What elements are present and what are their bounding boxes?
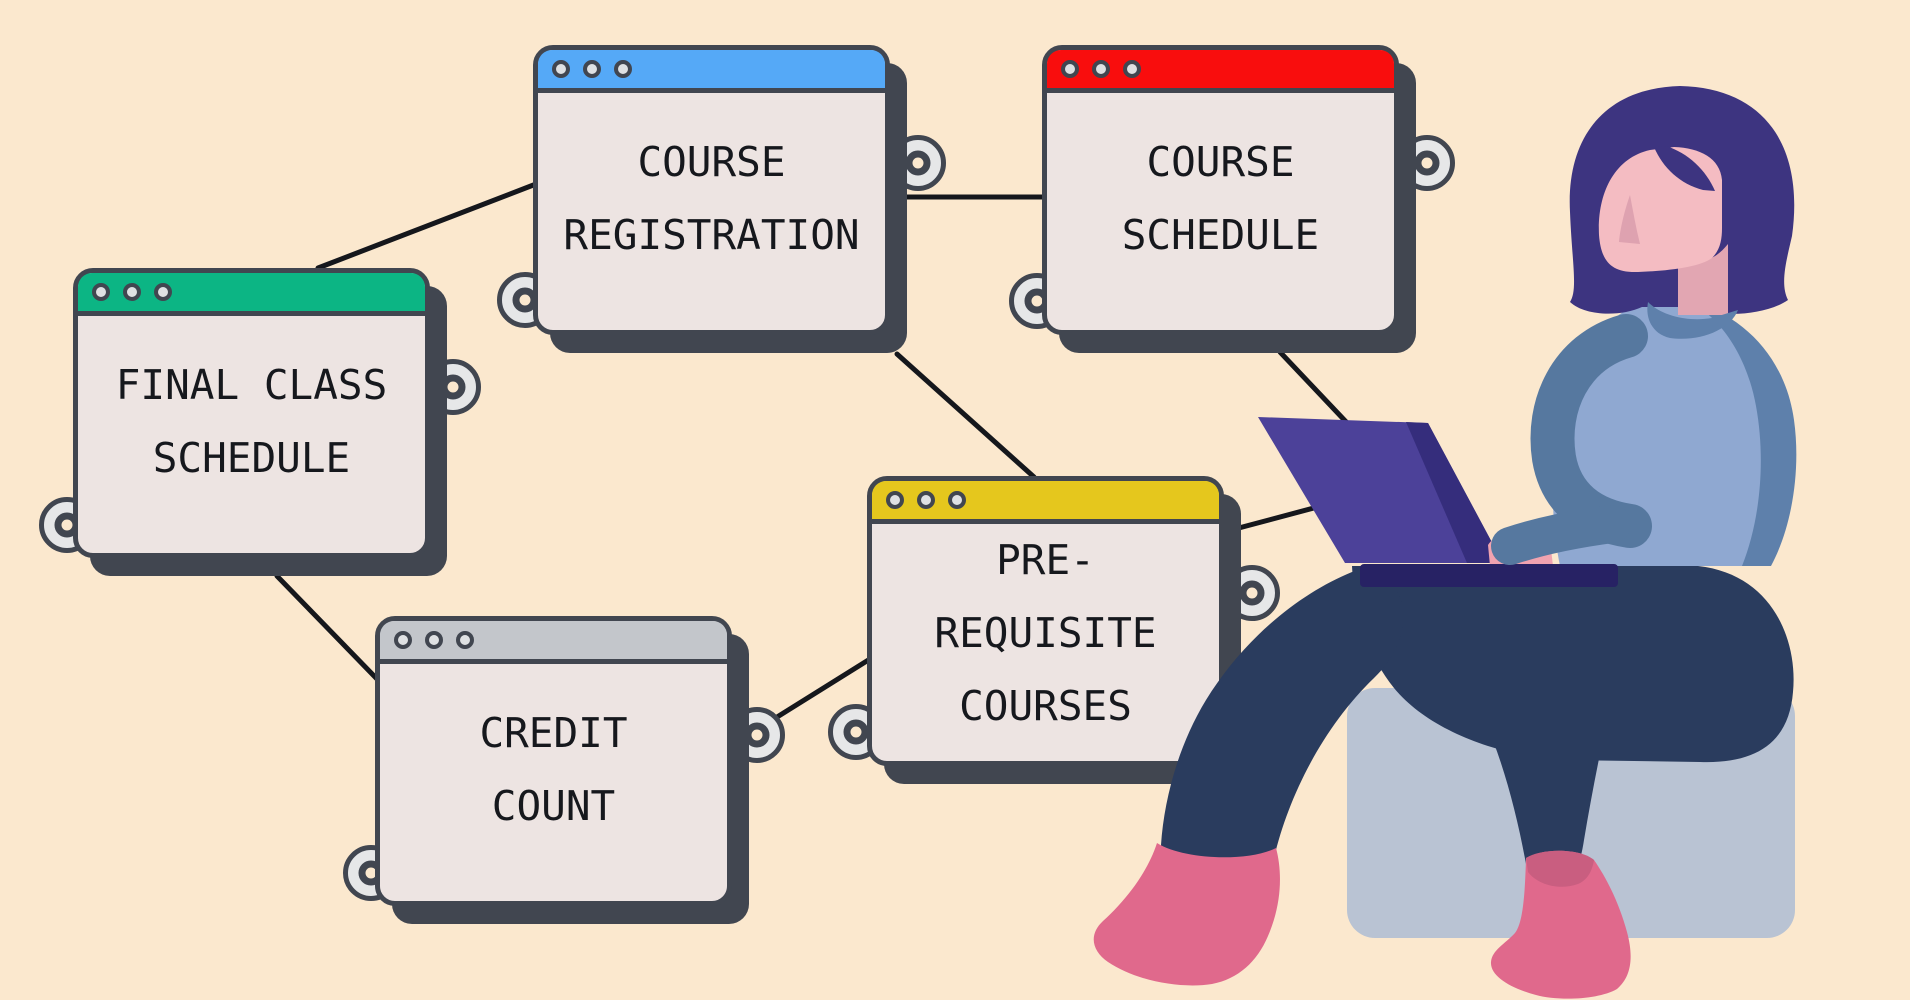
window-control-dot-icon	[948, 491, 966, 509]
person-hand	[1488, 528, 1553, 566]
window-body: COURSE SCHEDULE	[1047, 93, 1394, 330]
window-titlebar	[1047, 50, 1394, 93]
window-title-text: COURSE	[1146, 137, 1295, 186]
person-upper-arm	[1530, 314, 1652, 548]
window-body: CREDIT COUNT	[380, 664, 727, 901]
window-pre-requisite-courses: PRE- REQUISITE COURSES	[867, 476, 1224, 766]
line-course-schedule-to-laptop	[1277, 349, 1353, 429]
person-collar	[1647, 302, 1738, 339]
person-hair-fringe	[1654, 146, 1715, 191]
laptop-screen	[1258, 417, 1503, 563]
window-title-text: CREDIT	[479, 708, 628, 757]
window-title-text: COUNT	[491, 781, 616, 830]
person-hair	[1569, 86, 1795, 314]
person-back-shoe-shadow	[1526, 850, 1594, 887]
window-control-dot-icon	[1092, 60, 1110, 78]
person-torso-back	[1678, 300, 1797, 566]
window-control-dot-icon	[425, 631, 443, 649]
window-course-registration: COURSE REGISTRATION	[533, 45, 890, 335]
window-title-text: SCHEDULE	[152, 433, 351, 482]
window-titlebar	[78, 273, 425, 316]
person-front-shoe	[1093, 843, 1280, 986]
person-forearm	[1491, 505, 1631, 565]
window-title-text: COURSE	[637, 137, 786, 186]
window-final-class-schedule: FINAL CLASS SCHEDULE	[73, 268, 430, 558]
person-back-leg	[1468, 688, 1612, 883]
node-port-icon	[425, 359, 481, 415]
node-port-icon	[1399, 135, 1455, 191]
window-titlebar	[538, 50, 885, 93]
window-control-dot-icon	[123, 283, 141, 301]
laptop-screen-edge	[1406, 422, 1503, 563]
window-body: FINAL CLASS SCHEDULE	[78, 316, 425, 553]
window-control-dot-icon	[92, 283, 110, 301]
person-neck	[1678, 244, 1728, 315]
stool	[1347, 688, 1795, 938]
person-face	[1598, 147, 1722, 273]
window-control-dot-icon	[886, 491, 904, 509]
node-port-icon	[1224, 565, 1280, 621]
window-credit-count: CREDIT COUNT	[375, 616, 732, 906]
window-control-dot-icon	[154, 283, 172, 301]
window-title-text: SCHEDULE	[1121, 210, 1320, 259]
window-title-text: FINAL CLASS	[115, 360, 388, 409]
node-port-icon	[729, 707, 785, 763]
person-hip	[1352, 566, 1794, 763]
window-control-dot-icon	[552, 60, 570, 78]
window-body: PRE- REQUISITE COURSES	[872, 524, 1219, 769]
window-control-dot-icon	[1123, 60, 1141, 78]
person-nose-shadow	[1619, 195, 1640, 244]
window-course-schedule: COURSE SCHEDULE	[1042, 45, 1399, 335]
window-control-dot-icon	[917, 491, 935, 509]
line-final-class-schedule-to-course-registration	[315, 181, 539, 271]
window-control-dot-icon	[1061, 60, 1079, 78]
window-control-dot-icon	[614, 60, 632, 78]
laptop-base	[1360, 564, 1618, 587]
person-back-shoe	[1490, 850, 1631, 999]
window-title-text: PRE-	[996, 536, 1095, 584]
window-control-dot-icon	[456, 631, 474, 649]
window-titlebar	[380, 621, 727, 664]
line-final-class-schedule-to-credit-count	[274, 573, 380, 682]
line-course-registration-to-pre-requisite-courses	[894, 351, 1037, 480]
window-title-text: REGISTRATION	[563, 210, 860, 259]
window-titlebar	[872, 481, 1219, 524]
line-pre-requisite-courses-to-laptop	[1232, 498, 1343, 532]
person-torso-front	[1552, 292, 1761, 566]
window-title-text: COURSES	[959, 682, 1132, 730]
window-control-dot-icon	[583, 60, 601, 78]
node-port-icon	[890, 135, 946, 191]
window-title-text: REQUISITE	[934, 609, 1157, 657]
window-control-dot-icon	[394, 631, 412, 649]
window-body: COURSE REGISTRATION	[538, 93, 885, 330]
